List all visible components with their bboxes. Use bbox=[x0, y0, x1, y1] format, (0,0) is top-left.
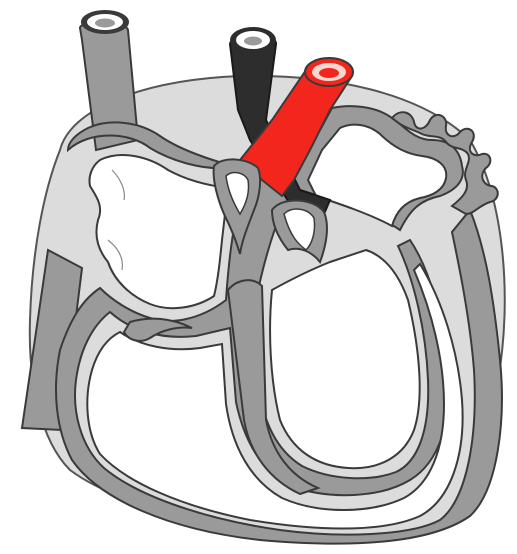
left-ventricle bbox=[270, 250, 420, 468]
